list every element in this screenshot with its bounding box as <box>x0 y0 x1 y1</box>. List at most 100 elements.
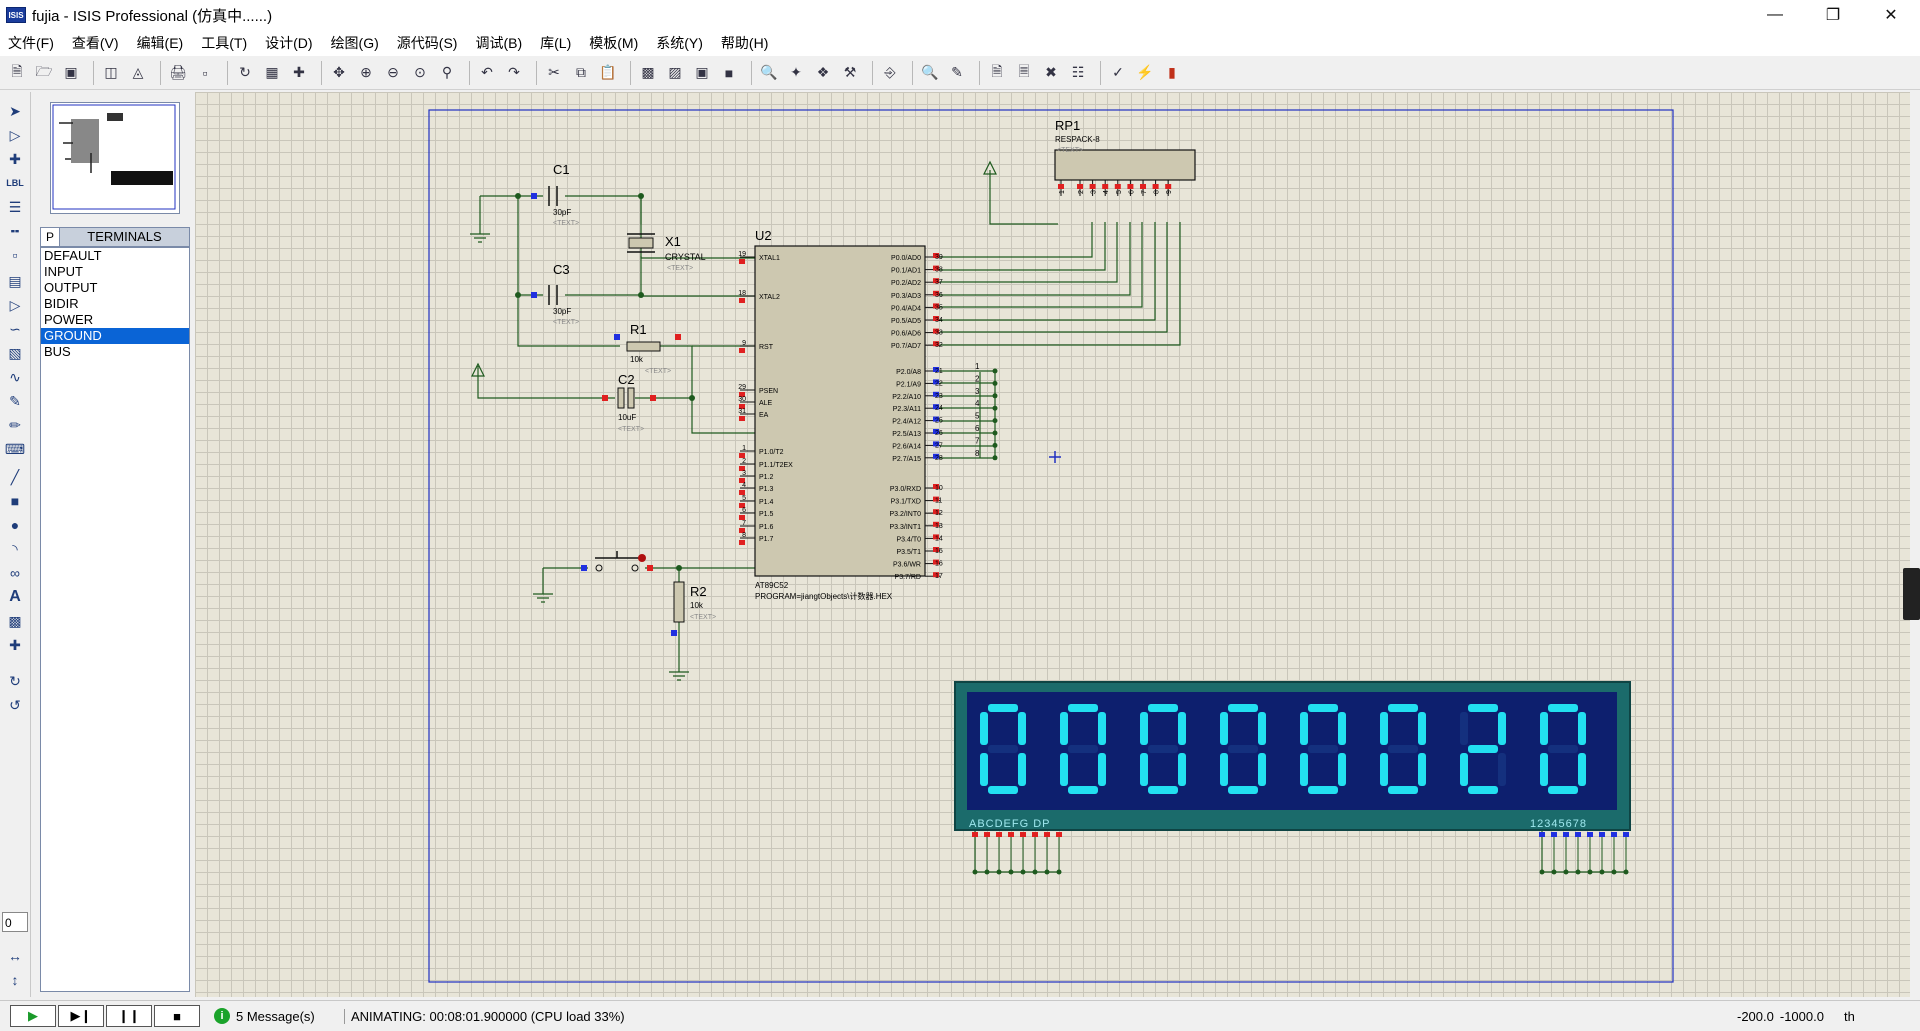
power-terminal[interactable] <box>471 362 485 377</box>
step-button[interactable]: ▶❙ <box>58 1005 104 1027</box>
capacitor-c3[interactable]: C3 30pF <TEXT> <box>531 262 579 326</box>
crystal-x1[interactable]: X1 CRYSTAL <TEXT> <box>627 233 706 272</box>
rp1-power-terminal[interactable] <box>983 160 997 175</box>
rotate-cw-icon[interactable]: ↻ <box>9 672 21 689</box>
circle-icon[interactable]: ● <box>10 517 20 533</box>
text-script-icon[interactable]: ☰ <box>8 198 22 215</box>
area-icon[interactable]: ▫ <box>202 64 208 81</box>
cut-icon[interactable]: ✂ <box>548 64 560 80</box>
block-copy-icon[interactable]: ▩ <box>641 64 655 80</box>
menu-source[interactable]: 源代码(S) <box>396 35 458 51</box>
list-item-selected[interactable]: GROUND <box>41 328 189 344</box>
buses-icon[interactable]: ╍ <box>10 222 20 239</box>
print-icon[interactable]: 🖨 <box>169 64 187 80</box>
rotation-angle-input[interactable]: 0 <box>2 912 28 932</box>
current-probe-icon[interactable]: ✏ <box>9 416 21 433</box>
new-file-icon[interactable]: 🗎 <box>11 62 23 79</box>
search-tag-icon[interactable]: 🔍 <box>921 64 939 80</box>
marker-icon[interactable]: ✚ <box>9 636 21 653</box>
push-button[interactable] <box>581 551 653 572</box>
menu-edit[interactable]: 编辑(E) <box>136 35 184 51</box>
virtual-instruments-icon[interactable]: ⌨ <box>4 440 26 457</box>
menu-help[interactable]: 帮助(H) <box>720 35 769 51</box>
undo-icon[interactable]: ↶ <box>481 64 493 80</box>
symbol-icon[interactable]: ▩ <box>8 612 22 629</box>
menu-design[interactable]: 设计(D) <box>265 35 313 51</box>
decompose-icon[interactable]: ⚒ <box>843 64 857 80</box>
block-move-icon[interactable]: ▨ <box>668 64 682 80</box>
overview-window[interactable] <box>50 102 180 214</box>
info-icon[interactable]: i <box>214 1008 230 1024</box>
redo-icon[interactable]: ↷ <box>508 64 520 80</box>
property-assign-icon[interactable]: ✎ <box>951 64 963 80</box>
import-icon[interactable]: ◫ <box>104 64 118 80</box>
zoom-all-icon[interactable]: ⊙ <box>414 64 426 80</box>
menu-template[interactable]: 模板(M) <box>589 35 639 51</box>
pick-device-icon[interactable]: 🔍 <box>760 64 778 80</box>
component-mode-icon[interactable]: ▷ <box>9 126 21 143</box>
origin-icon[interactable]: ✚ <box>293 64 305 80</box>
packaging-icon[interactable]: ❖ <box>816 64 830 80</box>
capacitor-c1[interactable]: C1 30pF <TEXT> <box>531 162 579 227</box>
make-device-icon[interactable]: ✦ <box>790 64 802 80</box>
copy-icon[interactable]: ⧉ <box>576 64 586 80</box>
list-item[interactable]: INPUT <box>44 264 83 279</box>
open-folder-icon[interactable]: 🗁 <box>35 62 53 79</box>
list-item[interactable]: BIDIR <box>44 296 79 311</box>
zoom-out-icon[interactable]: ⊖ <box>387 64 399 80</box>
tape-recorder-icon[interactable]: ▧ <box>8 344 22 361</box>
subcircuit-icon[interactable]: ▫ <box>12 247 18 263</box>
list-item[interactable]: POWER <box>44 312 94 327</box>
minimize-button[interactable]: — <box>1767 6 1783 23</box>
list-item[interactable]: BUS <box>44 344 71 359</box>
menu-debug[interactable]: 调试(B) <box>475 35 523 51</box>
box-icon[interactable]: ■ <box>10 493 20 509</box>
remove-sheet-icon[interactable]: 🗏 <box>1018 62 1030 79</box>
ares-icon[interactable]: ▮ <box>1168 64 1176 80</box>
microcontroller-u2[interactable]: U2 AT89C52 PROGRAM=jiangtObjects\计数器.HEX… <box>738 228 943 601</box>
block-delete-icon[interactable]: ■ <box>724 64 734 81</box>
wire-label-icon[interactable]: LBL <box>6 178 24 188</box>
mirror-vertical-icon[interactable]: ↕ <box>11 972 19 988</box>
scrollbar-thumb[interactable] <box>1903 568 1920 620</box>
refresh-icon[interactable]: ↻ <box>239 64 251 80</box>
menu-view[interactable]: 查看(V) <box>71 35 119 51</box>
menu-system[interactable]: 系统(Y) <box>656 35 703 51</box>
voltage-probe-icon[interactable]: ✎ <box>9 392 21 409</box>
path-icon[interactable]: ∞ <box>10 565 20 581</box>
new-sheet-icon[interactable]: 🗎 <box>991 62 1003 79</box>
netlist-icon[interactable]: ⚡ <box>1136 64 1154 80</box>
pick-devices-button[interactable]: P <box>41 228 60 246</box>
bill-of-materials-icon[interactable]: ☷ <box>1071 64 1085 80</box>
menu-file[interactable]: 文件(F) <box>8 35 54 51</box>
save-icon[interactable]: ▣ <box>64 64 78 80</box>
grid-icon[interactable]: ▦ <box>265 64 279 80</box>
mirror-horizontal-icon[interactable]: ↔ <box>8 948 22 964</box>
block-rotate-icon[interactable]: ▣ <box>695 64 709 80</box>
close-button[interactable]: ✕ <box>1884 7 1898 24</box>
message-count[interactable]: 5 Message(s) <box>236 1008 315 1024</box>
zoom-area-icon[interactable]: ⚲ <box>441 64 453 80</box>
list-item[interactable]: OUTPUT <box>44 280 98 295</box>
graph-mode-icon[interactable]: ∽ <box>9 320 21 337</box>
export-icon[interactable]: ◬ <box>132 64 144 80</box>
stop-button[interactable]: ■ <box>154 1005 200 1027</box>
capacitor-c2[interactable]: C2 10uF <TEXT> <box>602 372 656 433</box>
play-button[interactable]: ▶ <box>10 1005 56 1027</box>
electrical-check-icon[interactable]: ✓ <box>1112 64 1124 80</box>
terminals-mode-icon[interactable]: ▤ <box>8 272 22 289</box>
pan-icon[interactable]: ✥ <box>333 64 345 80</box>
paste-icon[interactable]: 📋 <box>599 64 617 80</box>
resistor-r2[interactable]: R2 10k <TEXT> <box>671 581 716 636</box>
menu-library[interactable]: 库(L) <box>540 35 572 51</box>
rotate-ccw-icon[interactable]: ↺ <box>9 696 21 713</box>
zoom-in-icon[interactable]: ⊕ <box>360 64 372 80</box>
exit-parent-icon[interactable]: ✖ <box>1045 64 1057 80</box>
menu-graph[interactable]: 绘图(G) <box>330 35 379 51</box>
vertical-scrollbar[interactable] <box>1910 92 1920 997</box>
restore-button[interactable]: ❐ <box>1825 7 1841 24</box>
pause-button[interactable]: ❙❙ <box>106 1005 152 1027</box>
junction-dot-icon[interactable]: ✚ <box>9 150 21 167</box>
arc-icon[interactable]: ◝ <box>12 540 18 557</box>
